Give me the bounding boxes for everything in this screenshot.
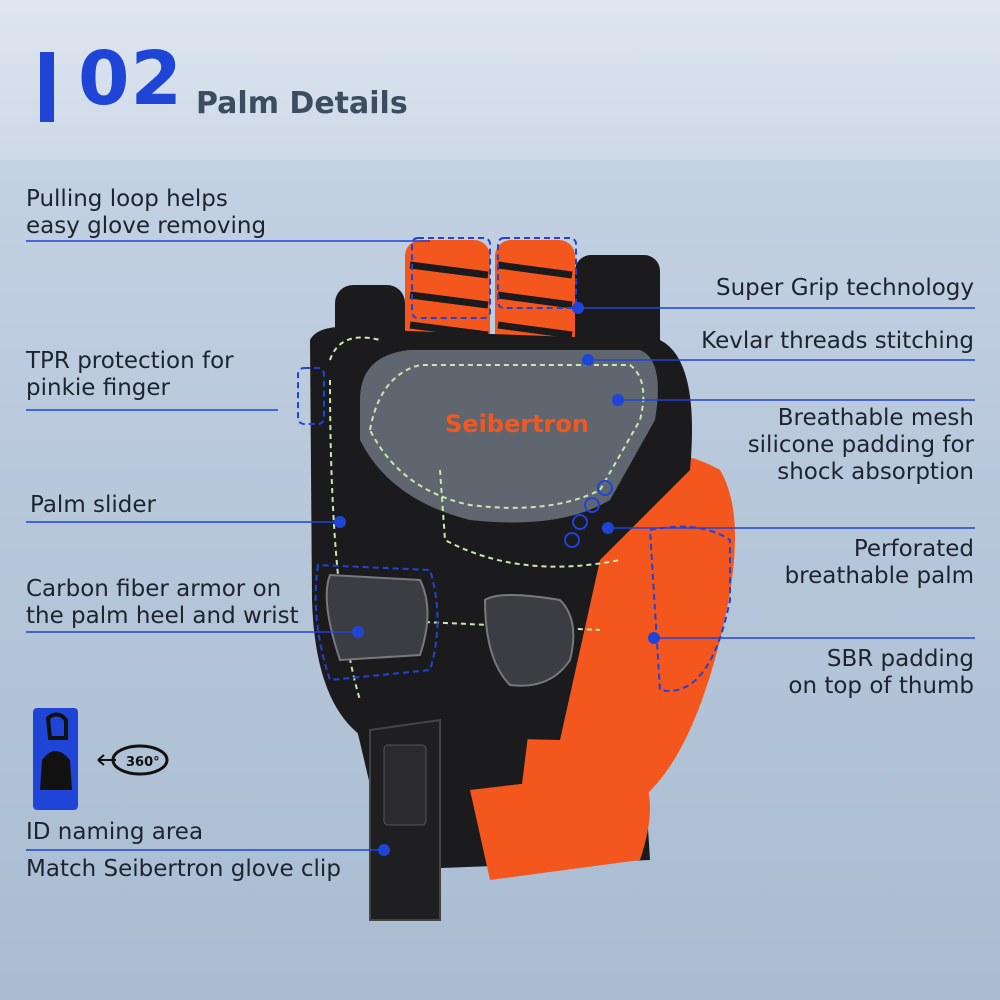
silicone-pad — [360, 350, 658, 523]
highlight-carbon — [314, 563, 439, 682]
highlight-tpr — [297, 367, 325, 425]
finger-index — [575, 255, 660, 365]
callout-clip-match: Match Seibertron glove clip — [26, 856, 341, 882]
highlight-sbr — [648, 525, 731, 692]
callout-kevlar: Kevlar threads stitching — [701, 328, 974, 354]
brand-logo: Seibertron — [445, 410, 589, 438]
section-title: Palm Details — [196, 86, 408, 121]
header-band — [0, 0, 1000, 160]
glove-clip-icon — [33, 708, 78, 810]
carbon-armor-wrist — [483, 594, 575, 687]
callout-super-grip: Super Grip technology — [716, 275, 974, 301]
svg-text:360°: 360° — [126, 755, 160, 770]
highlight-pulling-loop — [411, 237, 491, 319]
title-accent-bar — [40, 52, 54, 122]
callout-palm-slider: Palm slider — [30, 492, 157, 518]
highlight-super-grip — [497, 237, 577, 309]
rotation-360-icon: 360° — [97, 744, 169, 776]
callout-id-area: ID naming area — [26, 819, 204, 845]
carbon-armor-heel — [325, 573, 429, 662]
id-naming-area — [383, 744, 427, 826]
section-number: 02 — [78, 36, 183, 122]
